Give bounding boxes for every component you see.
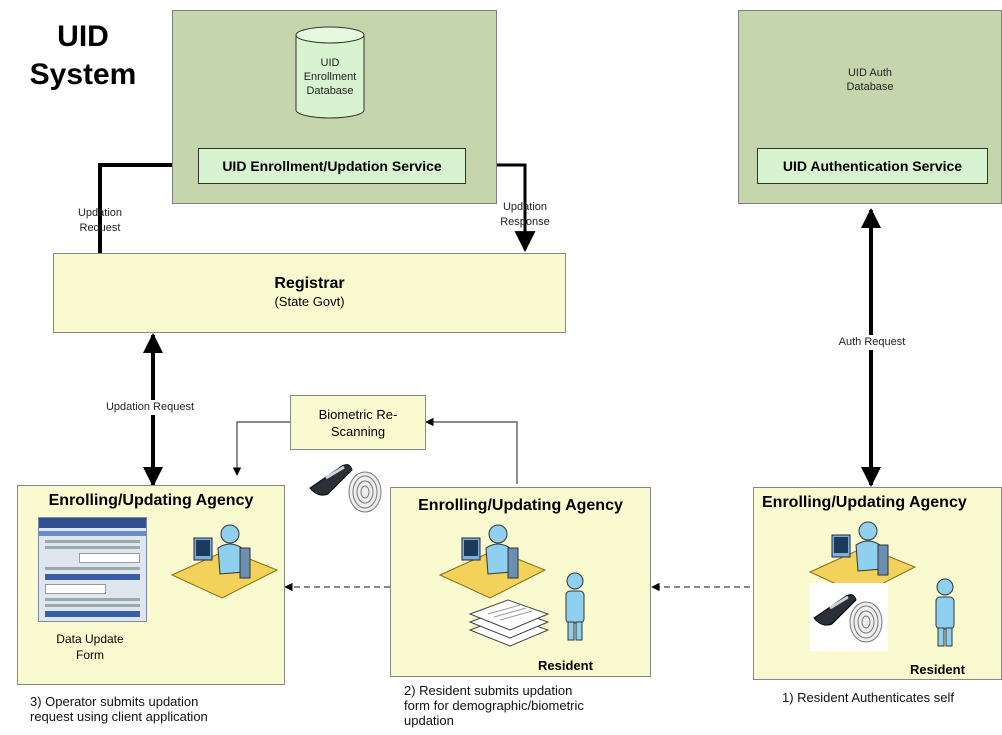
agency-title: Enrolling/Updating Agency	[48, 492, 254, 509]
registrar-title: Registrar	[274, 275, 345, 292]
auth-service-box[interactable]: UID Authentication Service	[757, 148, 988, 184]
agency2-to-rescan-arrow	[425, 417, 518, 484]
auth-request-label: Auth Request	[822, 335, 922, 350]
resident-label: Resident	[910, 662, 965, 677]
agency-box-auth[interactable]: Enrolling/Updating Agency	[753, 487, 1002, 680]
agency-title: Enrolling/Updating Agency	[418, 497, 623, 514]
data-update-form-label: Data Update Form	[56, 632, 124, 662]
diagram-title: UID System	[29, 20, 137, 91]
updation-request-label-top: Updation Request	[77, 207, 123, 234]
updation-request-arrow-top	[98, 155, 200, 255]
biometric-rescanning-box[interactable]: Biometric Re- Scanning	[290, 395, 426, 450]
step3-caption: 3) Operator submits updation request usi…	[30, 694, 208, 724]
enrollment-database-label: UID Enrollment Database	[303, 57, 357, 97]
rescan-to-agency3-arrow	[232, 421, 290, 476]
agency-title: Enrolling/Updating Agency	[762, 494, 967, 511]
step2-caption: 2) Resident submits updation form for de…	[404, 683, 584, 728]
resident-label: Resident	[538, 658, 593, 673]
enrollment-service-box[interactable]: UID Enrollment/Updation Service	[198, 148, 466, 184]
step1-caption: 1) Resident Authenticates self	[782, 690, 954, 705]
form-screenshot-icon	[38, 517, 147, 622]
updation-request-label-mid: Updation Request	[88, 400, 212, 415]
auth-database-label: UID Auth Database	[846, 67, 894, 93]
agency-box-resident-update[interactable]: Enrolling/Updating Agency	[390, 487, 651, 677]
updation-response-label: Updation Response	[500, 201, 550, 228]
registrar-subtitle: (State Govt)	[274, 294, 345, 309]
registrar-box[interactable]: Registrar (State Govt)	[53, 253, 566, 333]
biometric-rescanning-label: Biometric Re- Scanning	[318, 406, 398, 439]
